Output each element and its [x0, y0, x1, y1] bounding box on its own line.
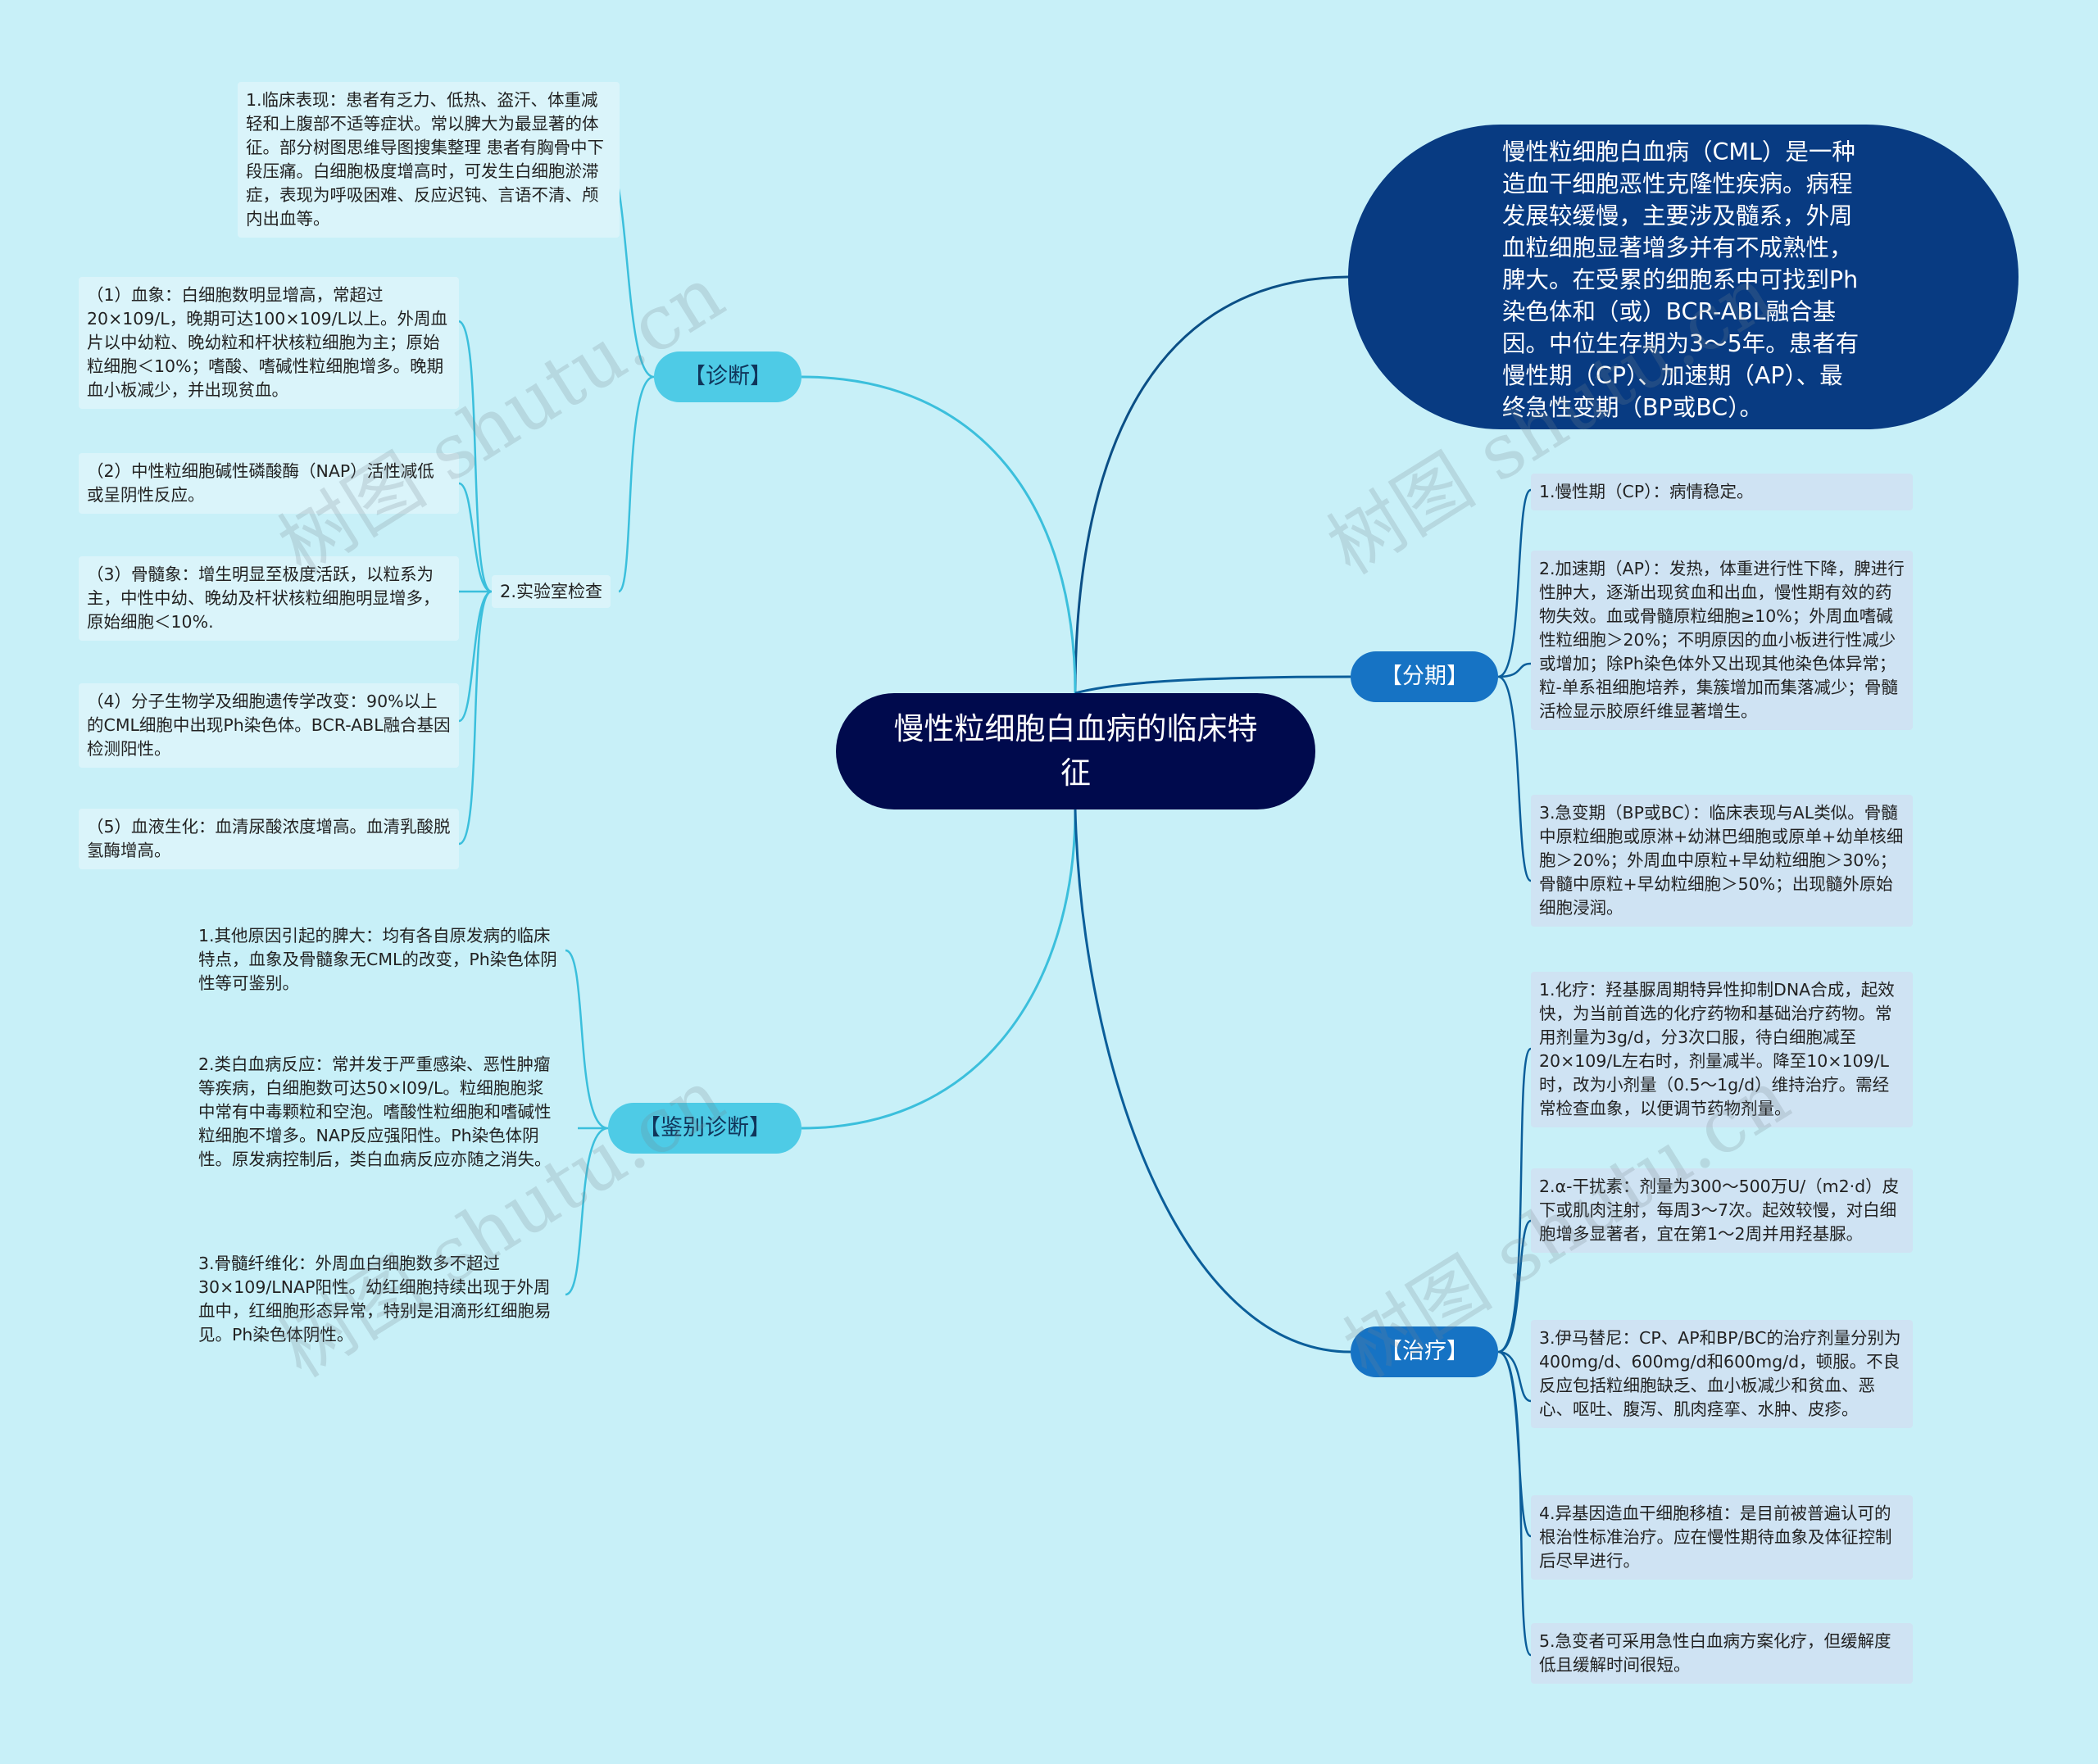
lab-item-5[interactable]: （5）血液生化：血清尿酸浓度增高。血清乳酸脱氢酶增高。	[79, 809, 459, 869]
lab-item-2[interactable]: （2）中性粒细胞碱性磷酸酶（NAP）活性减低或呈阴性反应。	[79, 453, 459, 514]
link-differential-bracket	[565, 949, 609, 1296]
lab-item-text: （2）中性粒细胞碱性磷酸酶（NAP）活性减低或呈阴性反应。	[87, 461, 434, 505]
treatment-item-1[interactable]: 1.化疗：羟基脲周期特异性抑制DNA合成，起效快，为当前首选的化疗药物和基础治疗…	[1531, 972, 1913, 1127]
treatment-item-4[interactable]: 4.异基因造血干细胞移植：是目前被普遍认可的根治性标准治疗。应在慢性期待血象及体…	[1531, 1495, 1913, 1580]
link-root-staging	[1074, 675, 1351, 695]
staging-item-1[interactable]: 1.慢性期（CP）：病情稳定。	[1531, 474, 1913, 510]
differential-item-text: 3.骨髓纤维化：外周血白细胞数多不超过30×109/LNAP阳性。幼红细胞持续出…	[198, 1254, 552, 1345]
branch-diagnosis-label: 【诊断】	[683, 364, 772, 389]
differential-item-1[interactable]: 1.其他原因引起的脾大：均有各自原发病的临床特点，血象及骨髓象无CML的改变，P…	[190, 918, 565, 1002]
branch-treatment-label: 【治疗】	[1380, 1339, 1469, 1364]
lab-item-3[interactable]: （3）骨髓象：增生明显至极度活跃，以粒系为主，中性中幼、晚幼及杆状核粒细胞明显增…	[79, 556, 459, 641]
diagnosis-clinical-node[interactable]: 1.临床表现：患者有乏力、低热、盗汗、体重减轻和上腹部不适等症状。常以脾大为最显…	[238, 82, 620, 238]
link-treatment-bracket	[1497, 1047, 1533, 1657]
branch-staging[interactable]: 【分期】	[1351, 651, 1498, 702]
root-topic[interactable]: 慢性粒细胞白血病的临床特征	[836, 693, 1315, 809]
branch-staging-label: 【分期】	[1380, 664, 1469, 689]
staging-item-2[interactable]: 2.加速期（AP）：发热，体重进行性下降，脾进行性肿大，逐渐出现贫血和出血，慢性…	[1531, 551, 1913, 730]
staging-item-text: 3.急变期（BP或BC）：临床表现与AL类似。骨髓中原粒细胞或原淋+幼淋巴细胞或…	[1539, 803, 1904, 918]
lab-item-text: （4）分子生物学及细胞遗传学改变：90%以上的CML细胞中出现Ph染色体。BCR…	[87, 692, 451, 759]
staging-item-text: 1.慢性期（CP）：病情稳定。	[1539, 482, 1754, 501]
branch-treatment[interactable]: 【治疗】	[1351, 1326, 1498, 1377]
diagnosis-clinical-text: 1.临床表现：患者有乏力、低热、盗汗、体重减轻和上腹部不适等症状。常以脾大为最显…	[246, 90, 605, 229]
differential-item-text: 2.类白血病反应：常并发于严重感染、恶性肿瘤等疾病，白细胞数可达50×l09/L…	[198, 1054, 552, 1169]
summary-text: 慢性粒细胞白血病（CML）是一种造血干细胞恶性克隆性疾病。病程发展较缓慢，主要涉…	[1502, 138, 1860, 421]
differential-item-3[interactable]: 3.骨髓纤维化：外周血白细胞数多不超过30×109/LNAP阳性。幼红细胞持续出…	[190, 1245, 565, 1354]
link-staging-bracket	[1497, 488, 1532, 882]
link-root-treatment	[1074, 809, 1351, 1354]
treatment-item-2[interactable]: 2.α-干扰素：剂量为300～500万U/（m2·d）皮下或肌肉注射，每周3～7…	[1531, 1168, 1913, 1253]
differential-item-text: 1.其他原因引起的脾大：均有各自原发病的临床特点，血象及骨髓象无CML的改变，P…	[198, 926, 557, 993]
diagnosis-lab-node[interactable]: 2.实验室检查	[492, 575, 611, 608]
link-lab-bracket	[458, 320, 493, 846]
lab-item-1[interactable]: （1）血象：白细胞数明显增高，常超过20×109/L，晚期可达100×109/L…	[79, 277, 459, 409]
branch-differential[interactable]: 【鉴别诊断】	[608, 1103, 802, 1154]
summary-node[interactable]: 慢性粒细胞白血病（CML）是一种造血干细胞恶性克隆性疾病。病程发展较缓慢，主要涉…	[1348, 125, 2019, 429]
lab-item-4[interactable]: （4）分子生物学及细胞遗传学改变：90%以上的CML细胞中出现Ph染色体。BCR…	[79, 683, 459, 768]
staging-item-text: 2.加速期（AP）：发热，体重进行性下降，脾进行性肿大，逐渐出现贫血和出血，慢性…	[1539, 559, 1905, 721]
link-root-diagnosis	[801, 375, 1077, 694]
lab-item-text: （5）血液生化：血清尿酸浓度增高。血清乳酸脱氢酶增高。	[87, 817, 451, 860]
diagnosis-lab-label: 2.实验室检查	[500, 582, 603, 601]
differential-item-2[interactable]: 2.类白血病反应：常并发于严重感染、恶性肿瘤等疾病，白细胞数可达50×l09/L…	[190, 1046, 565, 1178]
lab-item-text: （1）血象：白细胞数明显增高，常超过20×109/L，晚期可达100×109/L…	[87, 285, 447, 400]
lab-item-text: （3）骨髓象：增生明显至极度活跃，以粒系为主，中性中幼、晚幼及杆状核粒细胞明显增…	[87, 565, 440, 632]
treatment-item-text: 1.化疗：羟基脲周期特异性抑制DNA合成，起效快，为当前首选的化疗药物和基础治疗…	[1539, 980, 1895, 1118]
link-root-differential	[801, 809, 1077, 1130]
root-title: 慢性粒细胞白血病的临床特征	[893, 711, 1258, 791]
treatment-item-text: 3.伊马替尼：CP、AP和BP/BC的治疗剂量分别为400mg/d、600mg/…	[1539, 1328, 1901, 1419]
branch-diagnosis[interactable]: 【诊断】	[654, 351, 802, 402]
treatment-item-text: 5.急变者可采用急性白血病方案化疗，但缓解度低且缓解时间很短。	[1539, 1631, 1891, 1675]
treatment-item-3[interactable]: 3.伊马替尼：CP、AP和BP/BC的治疗剂量分别为400mg/d、600mg/…	[1531, 1320, 1913, 1428]
treatment-item-text: 4.异基因造血干细胞移植：是目前被普遍认可的根治性标准治疗。应在慢性期待血象及体…	[1539, 1503, 1892, 1571]
treatment-item-text: 2.α-干扰素：剂量为300～500万U/（m2·d）皮下或肌肉注射，每周3～7…	[1539, 1177, 1900, 1244]
link-root-summary	[1074, 275, 1349, 694]
treatment-item-5[interactable]: 5.急变者可采用急性白血病方案化疗，但缓解度低且缓解时间很短。	[1531, 1623, 1913, 1684]
staging-item-3[interactable]: 3.急变期（BP或BC）：临床表现与AL类似。骨髓中原粒细胞或原淋+幼淋巴细胞或…	[1531, 795, 1913, 927]
branch-differential-label: 【鉴别诊断】	[638, 1115, 771, 1140]
